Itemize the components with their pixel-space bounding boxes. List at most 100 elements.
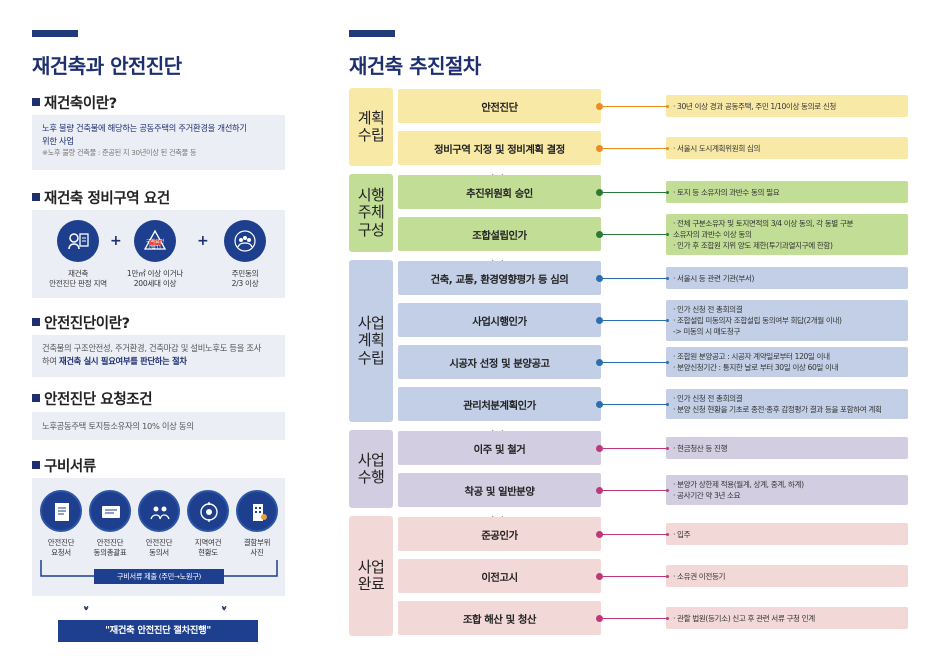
what-is-text-1: 노후 불량 건축물에 해당하는 공동주택의 주거환경을 개선하기 xyxy=(42,123,247,133)
note-line: · 서울시 등 관련 기관(부서) xyxy=(673,273,755,283)
right-accent-bar xyxy=(349,30,395,37)
arrow-down-icon xyxy=(491,210,504,226)
zone-heading: 재건축 정비구역 요건 xyxy=(32,187,170,208)
consent-document-icon xyxy=(89,490,131,532)
phase-2: 시행 주체 구성 xyxy=(349,174,393,252)
connector-dot xyxy=(666,191,669,194)
building-photo-icon xyxy=(236,490,278,532)
connector-line xyxy=(599,576,667,577)
note-line: · 입주 xyxy=(673,529,691,539)
step-note: · 분양가 상한제 적용(월계, 상계, 중계, 하계)· 공사기간 약 3년 … xyxy=(666,475,908,505)
connector-line xyxy=(599,192,667,193)
note-line: · 서울시 도시계획위원회 심의 xyxy=(673,143,761,153)
connector-dot xyxy=(666,233,669,236)
connector-dot xyxy=(666,105,669,108)
connector-dot xyxy=(596,145,603,152)
note-line: · 인가 후 조합원 지위 양도 제한(투기과열지구에 한함) xyxy=(673,240,833,250)
step-note: · 조합원 분양공고 : 시공자 계약일로부터 120일 이내 · 분양신청기간 … xyxy=(666,347,908,377)
residents-group-icon xyxy=(224,220,266,262)
safety-heading: 안전진단이란? xyxy=(32,312,130,333)
connector-dot xyxy=(596,359,603,366)
step-box: 이전고시 xyxy=(398,559,601,593)
arrow-down-icon xyxy=(491,594,504,610)
step-box: 준공인가 xyxy=(398,517,601,551)
phase-label: 사업 계획 수립 xyxy=(357,314,385,367)
plus-sign: + xyxy=(110,233,122,249)
connector-dot xyxy=(666,319,669,322)
connector-dot xyxy=(596,445,603,452)
connector-dot xyxy=(666,277,669,280)
connector-dot xyxy=(596,231,603,238)
safety-text-1: 건축물의 구조안전성, 주거환경, 건축마감 및 설비노후도 등을 조사 xyxy=(42,343,262,353)
step-box: 건축, 교통, 환경영향평가 등 심의 xyxy=(398,261,601,295)
connector-line xyxy=(599,106,667,107)
step-box: 관리처분계획인가 xyxy=(398,387,601,421)
connector-dot xyxy=(596,103,603,110)
connector-dot xyxy=(666,147,669,150)
step-note: · 토지 등 소유자의 과반수 동의 필요 xyxy=(666,181,908,203)
connector-line xyxy=(599,448,667,449)
square-bullet-icon xyxy=(32,193,40,201)
connector-line xyxy=(599,618,667,619)
connector-dot xyxy=(666,403,669,406)
step-box: 추진위원회 승인 xyxy=(398,175,601,209)
arrow-down-icon xyxy=(491,508,504,524)
arrow-down-icon xyxy=(491,466,504,482)
connector-dot xyxy=(596,189,603,196)
zone-requirement-icon: 구역요건(택1) xyxy=(134,220,176,262)
step-box: 시공자 선정 및 분양공고 xyxy=(398,345,601,379)
connector-dot xyxy=(666,533,669,536)
step-note: · 인가 신청 전 총회의결· 분양 신청 현황을 기초로 종전·종후 감정평가… xyxy=(666,389,908,419)
note-line: · 인가 신청 전 총회의결 xyxy=(673,304,743,314)
note-line: · 소유권 이전등기 xyxy=(673,571,726,581)
connector-line xyxy=(599,404,667,405)
connector-dot xyxy=(596,275,603,282)
note-line: · 인가 신청 전 총회의결 xyxy=(673,394,743,403)
step-box: 조합 해산 및 청산 xyxy=(398,601,601,635)
connector-dot xyxy=(596,317,603,324)
right-page-title: 재건축 추진절차 xyxy=(349,54,481,78)
step-note: · 관할 법원(등기소) 신고 후 관련 서류 구청 인계 xyxy=(666,607,908,629)
step-box: 이주 및 철거 xyxy=(398,431,601,465)
note-line: -> 미동의 시 매도청구 xyxy=(673,326,741,336)
arrow-down-icon xyxy=(491,252,504,268)
note-line: · 전체 구분소유자 및 토지면적의 3/4 이상 동의, 각 동별 구분 xyxy=(673,218,854,228)
connector-dot xyxy=(596,487,603,494)
step-note: · 현금청산 등 진행 xyxy=(666,437,908,459)
note-line: · 분양신청기간 : 통지한 날로 부터 30일 이상 60일 이내 xyxy=(673,363,839,372)
connector-dot xyxy=(596,615,603,622)
connector-dot xyxy=(596,531,603,538)
chevron-down-icon: ›› xyxy=(80,604,94,609)
connector-line xyxy=(599,278,667,279)
note-line: · 공사기간 약 3년 소요 xyxy=(673,491,741,500)
what-is-heading: 재건축이란? xyxy=(32,92,117,113)
step-box: 조합설립인가 xyxy=(398,217,601,251)
phase-5: 사업 완료 xyxy=(349,516,393,636)
step-box: 착공 및 일반분양 xyxy=(398,473,601,507)
step-note: · 서울시 등 관련 기관(부서) xyxy=(666,267,908,289)
chevron-down-icon: ›› xyxy=(218,604,232,609)
connector-line xyxy=(599,148,667,149)
connector-line xyxy=(599,320,667,321)
consent-form-icon xyxy=(138,490,180,532)
connector-line xyxy=(599,534,667,535)
left-page-title: 재건축과 안전진단 xyxy=(32,54,182,78)
request-text: 노후공동주택 토지등소유자의 10% 이상 동의 xyxy=(42,421,194,431)
square-bullet-icon xyxy=(32,461,40,469)
arrow-down-icon xyxy=(491,552,504,568)
submit-docs-bar: 구비서류 제출 (주민→노원구) xyxy=(94,569,224,584)
arrow-down-icon xyxy=(491,166,504,182)
step-box: 사업시행인가 xyxy=(398,303,601,337)
request-box: 노후공동주택 토지등소유자의 10% 이상 동의 xyxy=(32,412,285,440)
connector-line xyxy=(599,234,667,235)
note-line: · 현금청산 등 진행 xyxy=(673,443,728,453)
note-line: · 조합원 분양공고 : 시공자 계약일로부터 120일 이내 xyxy=(673,352,830,361)
request-heading: 안전진단 요청조건 xyxy=(32,388,153,409)
connector-line xyxy=(599,490,667,491)
